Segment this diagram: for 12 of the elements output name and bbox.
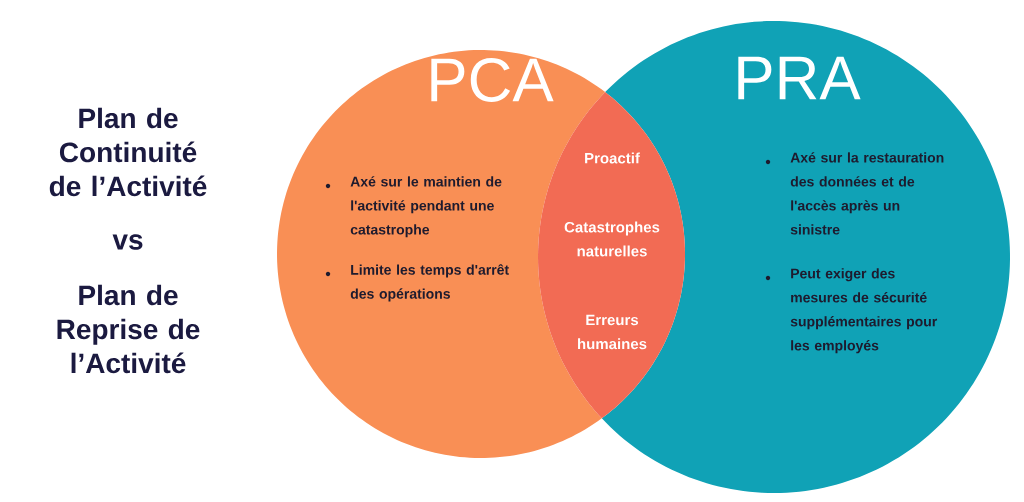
overlap-text: Proactif xyxy=(585,152,640,164)
overlap-text: Catastrophes naturelles xyxy=(564,221,660,257)
bullet-text: Axé sur la restauration des données et de l'accès après un sinistre xyxy=(765,152,944,235)
circle-heading: PRA xyxy=(738,56,861,100)
circle-heading: PCA xyxy=(431,58,554,102)
overlap-text: Erreurs humaines xyxy=(578,314,647,350)
bullet-text: Limite les temps d'arrêt des opérations xyxy=(325,264,509,302)
side-heading: vs xyxy=(112,234,143,250)
side-heading: Plan de Continuité de l’Activité xyxy=(49,107,207,197)
bullet-text: Peut exiger des mesures de sécurité supplémentaires pour les employés xyxy=(765,268,937,354)
bullet-text: Axé sur le maintien de l'activité pendant une catastrophe xyxy=(325,176,502,238)
side-heading: Plan de Reprise de l’Activité xyxy=(57,284,200,374)
